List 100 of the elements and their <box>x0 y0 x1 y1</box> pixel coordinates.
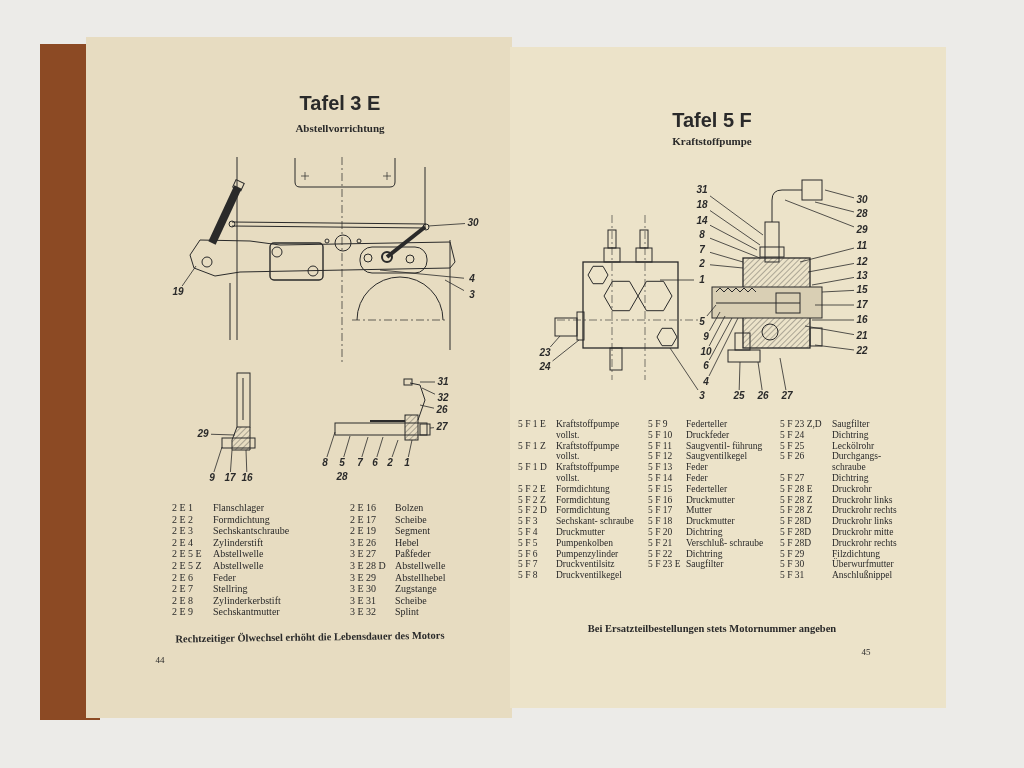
shaft-assembly-drawing <box>334 378 431 441</box>
part-number: 5 F 28D <box>780 537 813 549</box>
part-number: 5 F 18 <box>648 516 674 527</box>
leader-line <box>708 315 726 347</box>
part-name: Sechskantschraube <box>213 525 290 537</box>
part-number: 2 E 16 <box>350 502 377 514</box>
callout-number: 29 <box>854 224 870 236</box>
leader-line <box>784 199 855 228</box>
leader-line <box>709 224 758 251</box>
part-number: 2 E 9 <box>172 606 194 618</box>
part-name: Druckmutter <box>686 516 736 527</box>
part-name: Scheibe <box>395 594 427 607</box>
callout-number: 23 <box>537 347 553 359</box>
leader-line <box>230 449 233 473</box>
part-number: 5 F 12 <box>648 451 674 463</box>
page-number: 45 <box>861 647 871 657</box>
leader-line <box>799 247 855 263</box>
callout-number: 3 <box>464 289 480 301</box>
part-name: Pumpenzylinder <box>556 548 620 560</box>
part-number: 2 E 7 <box>172 583 194 595</box>
leader-line <box>419 404 435 409</box>
part-number: 3 E 27 <box>350 548 377 560</box>
leader-line <box>814 344 855 351</box>
callout-number: 27 <box>779 390 795 402</box>
callout-number: 32 <box>435 392 451 404</box>
callout-number: 26 <box>434 404 450 416</box>
part-name: Verschluß- schraube <box>686 537 764 549</box>
part-number: 5 F 9 <box>648 419 669 430</box>
callout-number: 17 <box>222 472 238 484</box>
part-name: Druckventilkegel <box>556 570 623 581</box>
leader-line <box>757 361 763 391</box>
part-number: 5 F 10 <box>648 429 674 441</box>
part-name: Saugfilter <box>832 419 871 430</box>
part-name: Federteller <box>686 483 729 495</box>
part-number: 5 F 30 <box>780 559 806 571</box>
callout-number: 11 <box>854 240 870 252</box>
part-name: Druckmutter <box>686 494 736 506</box>
callout-number: 18 <box>694 199 710 211</box>
part-number: 5 F 25 <box>780 440 806 452</box>
part-number: 5 F 16 <box>648 494 674 506</box>
part-name: Sechskantmutter <box>213 606 280 618</box>
part-name: Bolzen <box>395 502 424 514</box>
part-number: 5 F 23 E <box>648 559 682 571</box>
pump-section-drawing <box>711 179 823 363</box>
leader-line <box>407 439 413 458</box>
callout-number: 7 <box>352 457 368 469</box>
leader-line <box>779 357 787 391</box>
leader-line <box>419 381 436 383</box>
part-name: Kraftstoffpumpe vollst. <box>556 440 621 462</box>
plate-subtitle: Kraftstoffpumpe <box>672 135 752 147</box>
part-number: 5 F 31 <box>780 570 806 581</box>
leader-line <box>814 304 855 306</box>
leader-line <box>213 446 223 473</box>
callout-number: 4 <box>464 273 480 285</box>
callout-number: 6 <box>367 457 383 469</box>
callout-number: 17 <box>854 299 870 311</box>
callout-number: 1 <box>399 457 415 469</box>
leader-line <box>659 279 695 281</box>
part-name: Saugventilkegel <box>686 451 749 463</box>
part-number: 5 F 21 <box>648 537 674 549</box>
part-number: 5 F 26 <box>780 451 806 464</box>
leader-line <box>669 347 699 391</box>
part-name: Druckfeder <box>686 429 731 441</box>
part-number: 5 F 2 E <box>518 483 547 495</box>
leader-line <box>326 431 336 458</box>
part-number: 5 F 28D <box>780 516 813 527</box>
leader-line <box>804 325 855 335</box>
part-number: 5 F 1 Z <box>518 440 547 453</box>
leader-line <box>427 223 466 227</box>
part-number: 3 E 28 D <box>350 560 386 572</box>
part-name: Überwurfmutter <box>832 559 895 570</box>
leader-line <box>807 263 855 273</box>
part-name: Abstellwelle <box>213 548 264 560</box>
leader-line <box>444 279 465 291</box>
plate-title: Tafel 3 E <box>299 91 381 115</box>
callout-number: 9 <box>698 331 714 343</box>
part-name: Leckölrohr <box>832 440 876 452</box>
callout-number: 4 <box>698 376 714 388</box>
callout-number: 14 <box>694 215 710 227</box>
leader-line <box>181 265 197 287</box>
leader-line <box>549 335 561 348</box>
callout-number: 26 <box>755 390 771 402</box>
leader-line <box>708 317 733 361</box>
leader-line <box>821 290 855 293</box>
callout-number: 9 <box>204 472 220 484</box>
callout-number: 3 <box>694 390 710 402</box>
part-number: 5 F 11 <box>648 440 673 452</box>
part-name: Federteller <box>686 419 729 430</box>
part-number: 5 F 28D <box>780 526 813 538</box>
part-name: Dichtring <box>686 548 723 560</box>
leader-line <box>361 436 369 458</box>
leader-line <box>814 201 855 213</box>
plate-subtitle: Abstellvorrichtung <box>295 122 385 134</box>
callout-number: 16 <box>854 314 870 326</box>
part-number: 5 F 15 <box>648 483 674 495</box>
callout-number: 22 <box>854 345 870 357</box>
part-number: 5 F 28 Z <box>780 494 814 506</box>
part-number: 5 F 1 E <box>518 419 547 431</box>
callout-number: 6 <box>698 360 714 372</box>
callout-number: 13 <box>854 270 870 282</box>
